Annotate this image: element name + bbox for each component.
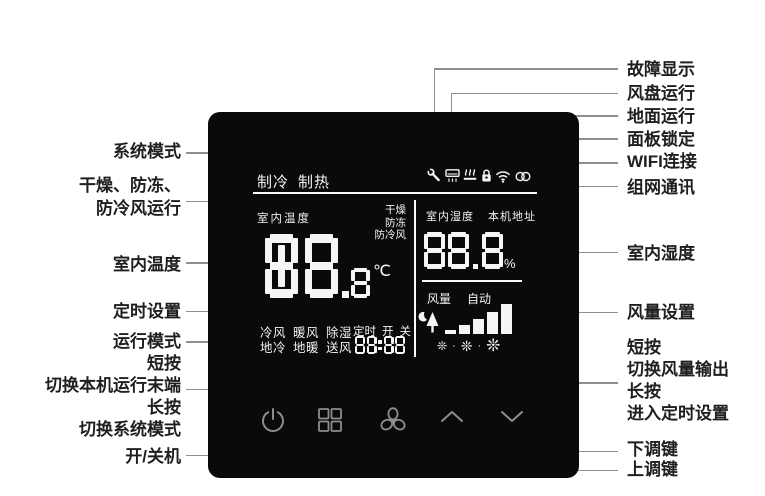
floor-heating-icon: [463, 168, 477, 188]
fan-speed-icons: ❊ · ❊ · ❊: [437, 336, 501, 355]
fan-labels: 风量 自动: [427, 290, 491, 307]
label-left-press: 短按 切换本机运行末端 长按 切换系统模式: [45, 354, 181, 439]
label-right-press: 短按 切换风量输出 长按 进入定时设置: [627, 338, 729, 423]
label-floor-run: 地面运行: [627, 107, 695, 126]
humidity-label: 室内湿度: [426, 211, 474, 223]
fan-speed-mid-icon: ❊: [460, 337, 473, 354]
label-run-mode: 运行模式: [113, 332, 181, 351]
label-up-key: 上调键: [627, 460, 678, 479]
room-temp-label: 室内温度: [257, 213, 311, 225]
fan-label: 风量: [427, 292, 452, 306]
label-protect-run: 干燥、防冻、 防冷风运行: [79, 176, 181, 218]
run-modes-row2: 地冷 地暖 送风: [260, 341, 353, 355]
timer-labels: 定时 开 关: [353, 323, 411, 339]
label-room-temp: 室内温度: [113, 255, 181, 274]
down-button[interactable]: [499, 408, 525, 429]
label-panel-lock: 面板锁定: [627, 130, 695, 149]
fan-section-divider: [422, 280, 522, 282]
fan-speed-low-icon: ❊: [437, 339, 448, 353]
humidity-unit: %: [504, 256, 516, 271]
mode-heat-text: 制热: [298, 174, 331, 191]
callout-line: [451, 92, 618, 94]
label-wifi: WIFI连接: [627, 152, 697, 171]
timer-display: [355, 336, 405, 354]
fan-button[interactable]: [378, 406, 408, 441]
address-label: 本机地址: [488, 211, 536, 223]
label-timer-set: 定时设置: [113, 302, 181, 321]
network-link-icon: [514, 170, 531, 188]
temp-digits-int: [265, 234, 338, 298]
thermostat-panel: 制冷 制热: [208, 112, 579, 478]
label-fan-coil: 风盘运行: [627, 84, 695, 103]
label-power: 开/关机: [125, 447, 181, 466]
fan-auto-label: 自动: [467, 292, 492, 306]
label-fan-set: 风量设置: [627, 303, 695, 322]
up-button[interactable]: [439, 408, 465, 429]
wifi-icon: [495, 170, 511, 188]
lock-icon: [481, 168, 492, 188]
display-vdivider: [414, 200, 416, 357]
humidity-display: [424, 232, 503, 269]
sleep-moon-tree-icon: [417, 310, 439, 341]
callout-line: [434, 68, 618, 70]
label-system-mode: 系统模式: [113, 142, 181, 161]
protect-status: 干燥 防冻 防冷风: [374, 204, 407, 241]
system-mode-indicators: 制冷 制热: [257, 171, 330, 192]
timer-off: 关: [399, 326, 412, 338]
status-icon-row: [427, 168, 531, 188]
temp-digits-frac: [340, 268, 370, 298]
fan-coil-icon: [444, 168, 460, 188]
temp-display: ℃: [265, 234, 391, 298]
mode-grid-button[interactable]: [317, 407, 343, 438]
display-separator: [253, 192, 537, 194]
fault-wrench-icon: [427, 168, 441, 188]
timer-on: 开: [382, 326, 394, 338]
temp-unit: ℃: [373, 263, 391, 280]
timer-label: 定时: [353, 326, 376, 338]
humidity-labels: 室内湿度 本机地址: [426, 208, 536, 224]
run-modes-row1: 冷风 暖风 除湿: [260, 326, 353, 340]
label-humidity: 室内湿度: [627, 244, 695, 263]
label-down-key: 下调键: [627, 440, 678, 459]
label-fault: 故障显示: [627, 60, 695, 79]
fan-speed-high-icon: ❊: [486, 336, 501, 355]
mode-cool-text: 制冷: [257, 174, 290, 191]
fan-level-bars: [445, 304, 512, 334]
power-button[interactable]: [258, 405, 288, 440]
label-network: 组网通讯: [627, 178, 695, 197]
